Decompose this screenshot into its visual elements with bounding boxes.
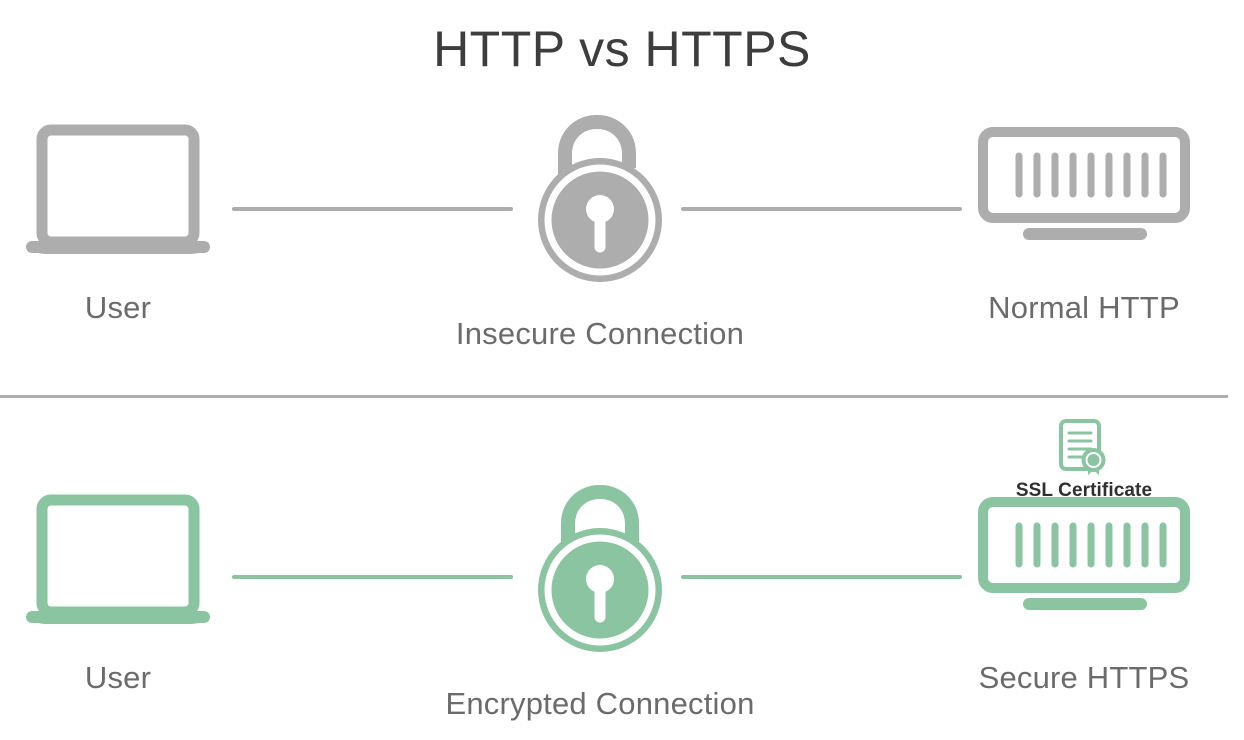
https-connection-label: Encrypted Connection <box>445 686 755 721</box>
locked-padlock-icon <box>538 484 662 652</box>
ssl-certificate-badge: SSL Certificate <box>944 418 1224 502</box>
https-connection-column: Encrypted Connection <box>404 480 796 722</box>
laptop-icon-slot <box>0 110 236 262</box>
unlocked-padlock-icon-slot <box>404 110 796 288</box>
certificate-seal-icon <box>1059 419 1106 475</box>
connector-line-user-to-lock-secure <box>232 575 513 579</box>
connector-line-user-to-lock <box>232 207 513 211</box>
http-server-label: Normal HTTP <box>988 290 1180 325</box>
http-connection-column: Insecure Connection <box>404 110 796 352</box>
ssl-certificate-label: SSL Certificate <box>1015 480 1153 501</box>
server-bars <box>1015 522 1167 568</box>
https-user-column: User <box>0 480 236 696</box>
connector-line-lock-to-server <box>681 207 962 211</box>
server-icon <box>978 127 1190 240</box>
server-icon <box>978 497 1190 610</box>
http-server-column: Normal HTTP <box>944 110 1224 326</box>
http-user-label: User <box>84 290 152 325</box>
https-user-label: User <box>84 660 152 695</box>
http-connection-label: Insecure Connection <box>455 316 745 351</box>
page-title: HTTP vs HTTPS <box>433 21 811 77</box>
laptop-icon-slot-secure <box>0 480 236 632</box>
server-icon-slot <box>944 110 1224 262</box>
server-stand <box>1023 598 1147 610</box>
https-server-column: Secure HTTPS <box>944 480 1224 696</box>
http-user-column: User <box>0 110 236 326</box>
unlocked-padlock-icon <box>538 114 662 282</box>
section-divider <box>0 395 1228 398</box>
server-icon-slot-secure <box>944 480 1224 632</box>
https-server-label: Secure HTTPS <box>978 660 1190 695</box>
laptop-icon <box>26 494 210 624</box>
laptop-icon <box>26 124 210 254</box>
server-bars <box>1015 152 1167 198</box>
locked-padlock-icon-slot <box>404 480 796 658</box>
server-stand <box>1023 228 1147 240</box>
connector-line-lock-to-server-secure <box>681 575 962 579</box>
